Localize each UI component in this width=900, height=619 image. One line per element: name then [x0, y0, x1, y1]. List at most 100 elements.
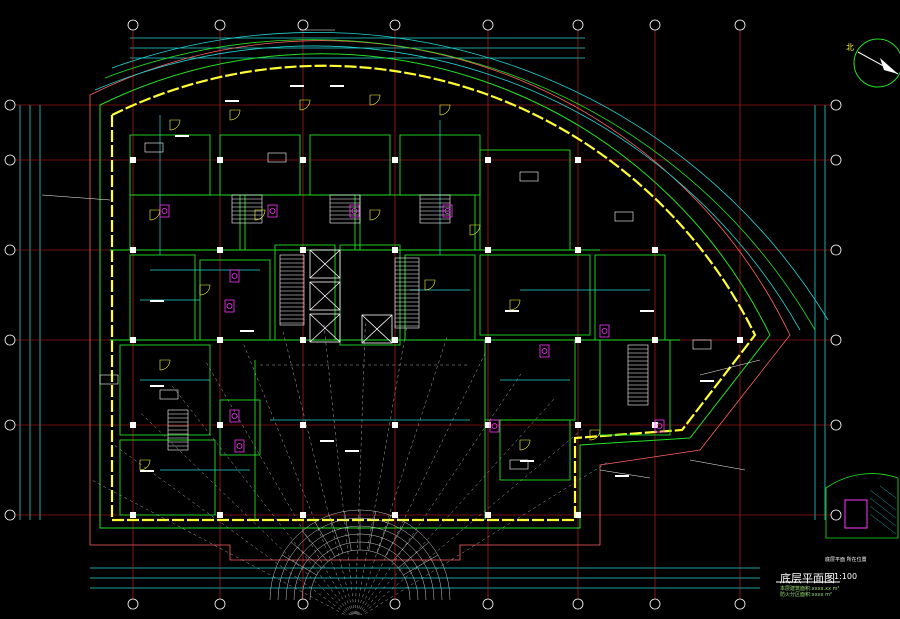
column: [130, 157, 136, 163]
room-tag: [225, 100, 239, 102]
lobby-radial-grid: [89, 320, 610, 619]
axis-bubble: [214, 598, 226, 610]
room-tag: [150, 300, 164, 302]
structural-columns: [130, 157, 743, 518]
column: [217, 422, 223, 428]
entrance-step-edge: [384, 521, 406, 557]
axis-bubble: [830, 334, 842, 346]
entrance-step-edge: [344, 511, 352, 551]
door-swings: [139, 94, 601, 471]
radial-line: [282, 328, 356, 619]
fixture-bowl: [491, 423, 498, 429]
column: [652, 247, 658, 253]
axis-bubble: [297, 19, 309, 31]
axis-bubble: [4, 334, 16, 346]
column: [737, 337, 743, 343]
room-tag: [700, 380, 714, 382]
svg-text:北: 北: [846, 43, 854, 52]
axis-bubble: [4, 419, 16, 431]
column: [300, 247, 306, 253]
door-swing: [424, 279, 436, 291]
radial-line: [112, 443, 355, 619]
column: [392, 512, 398, 518]
radial-line: [89, 478, 354, 619]
fixture: [539, 344, 550, 358]
room-tag: [140, 470, 154, 472]
radial-line: [355, 350, 487, 619]
axis-bubble: [649, 598, 661, 610]
elevator-core: [309, 249, 393, 344]
axis-bubble: [4, 244, 16, 256]
fixture-bowl: [231, 413, 238, 419]
column: [130, 247, 136, 253]
vertical-axis-lines: [132, 20, 741, 600]
column: [217, 247, 223, 253]
left-dimension-chain: [19, 105, 41, 520]
column: [485, 422, 491, 428]
door-swing: [149, 209, 161, 221]
fixture: [349, 204, 360, 218]
axis-bubble: [297, 598, 309, 610]
column: [300, 337, 306, 343]
north-arrow-icon: 北: [846, 38, 900, 88]
entrance-step: [309, 549, 411, 601]
axis-bubble: [734, 598, 746, 610]
column: [575, 337, 581, 343]
fixture-bowl: [444, 208, 451, 214]
axis-bubble: [389, 19, 401, 31]
column: [575, 512, 581, 518]
fixture: [229, 269, 240, 283]
column: [130, 512, 136, 518]
fixture: [229, 409, 240, 423]
axis-bubble: [4, 99, 16, 111]
radial-line: [139, 411, 355, 619]
entrance-step-edge: [314, 521, 336, 557]
axis-bubble: [830, 419, 842, 431]
entrance-step-edge: [403, 554, 439, 576]
area-note: 本层建筑面积:xxxx.xx m²: [780, 586, 840, 592]
column: [300, 157, 306, 163]
stair-core: [394, 257, 420, 329]
axis-bubble: [734, 19, 746, 31]
fixture-bowl: [269, 208, 276, 214]
axis-bubble: [482, 19, 494, 31]
stair-core: [231, 194, 263, 224]
room-tag: [520, 460, 534, 462]
room-tag: [240, 330, 254, 332]
column: [575, 247, 581, 253]
column: [130, 422, 136, 428]
room-tag: [640, 310, 654, 312]
stair-core: [279, 254, 305, 326]
axis-bubble: [830, 509, 842, 521]
radial-line: [242, 341, 355, 619]
facade-arcs: [94, 32, 829, 331]
drawing-title: 底层平面图: [780, 572, 835, 585]
fixture: [599, 324, 610, 338]
axis-bubble: [830, 154, 842, 166]
stair-core: [419, 194, 451, 224]
door-swing: [519, 439, 531, 451]
axis-bubbles: [4, 19, 842, 610]
fire-zone-note: 防火分区面积:xxxx m²: [780, 592, 832, 598]
entrance-step-edge: [281, 554, 317, 576]
right-dimension-chain: [814, 105, 826, 520]
room-tag: [290, 85, 304, 87]
column: [485, 247, 491, 253]
radial-line: [170, 383, 355, 619]
fixture-bowl: [236, 443, 243, 449]
key-plan-icon: [825, 473, 899, 539]
radial-line: [354, 320, 366, 619]
entrance-step-edge: [290, 541, 322, 569]
fixture: [234, 439, 245, 453]
radial-line: [204, 360, 355, 619]
column: [392, 247, 398, 253]
column: [130, 337, 136, 343]
room-tag: [330, 85, 344, 87]
door-swing: [159, 359, 171, 371]
fixture: [654, 419, 665, 433]
column: [575, 422, 581, 428]
column: [217, 512, 223, 518]
entrance-step-edge: [376, 515, 392, 554]
entrance-step-edge: [368, 511, 376, 551]
